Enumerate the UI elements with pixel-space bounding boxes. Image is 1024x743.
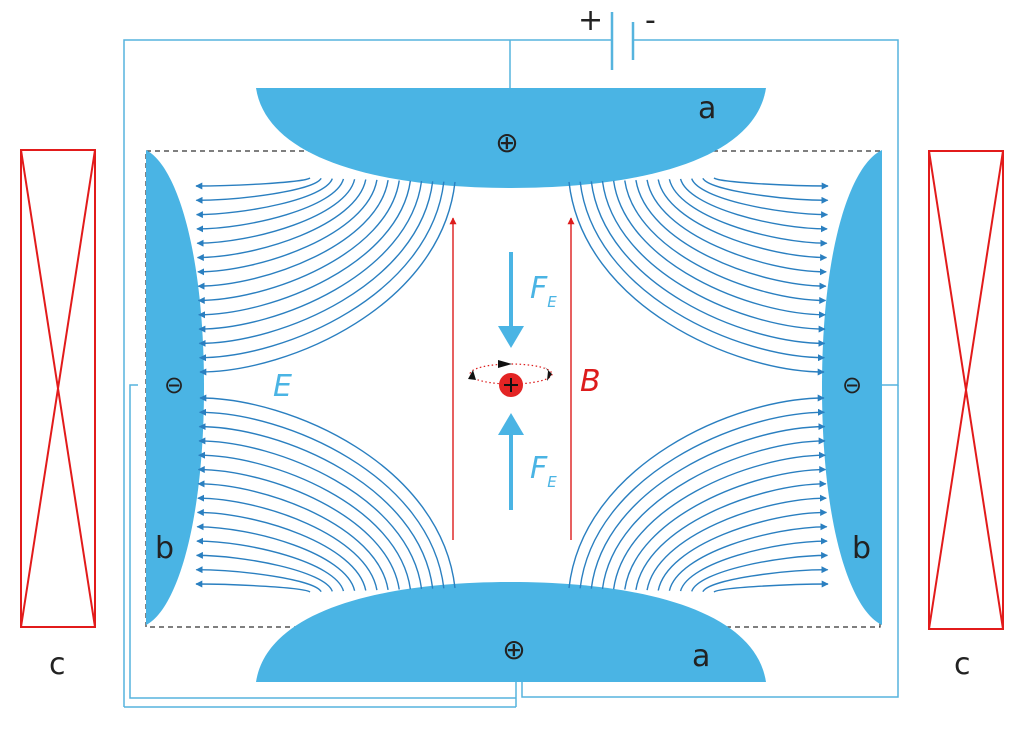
diagram-labels: a a b b c c ⊕ ⊕ ⊖ ⊖ E B FE FE [49, 91, 971, 682]
electric-field-line [197, 179, 378, 276]
electric-field-line [668, 179, 828, 247]
label-a-bottom: a [692, 639, 710, 674]
electric-field-line [679, 178, 828, 233]
electric-field-line [195, 177, 322, 204]
electric-field-line [196, 179, 367, 262]
electric-field-line [195, 566, 322, 593]
force-arrow-top [498, 252, 524, 348]
plus-sign-bottom: ⊕ [502, 633, 525, 666]
electric-field-line [198, 408, 445, 589]
electric-field-line [198, 181, 445, 362]
label-b-left: b [155, 531, 174, 566]
plus-sign-top: ⊕ [495, 126, 518, 159]
electric-field-line [590, 423, 826, 589]
label-c-left: c [49, 647, 66, 682]
label-b-right: b [852, 531, 871, 566]
battery-plus-sign: + [578, 3, 603, 38]
coil-left [20, 149, 96, 628]
electric-field-line [198, 180, 412, 319]
electric-field-line [590, 181, 826, 347]
electric-field-line [196, 523, 356, 591]
electric-field-line [579, 181, 826, 362]
electric-field-line [197, 180, 389, 290]
electric-field-line [197, 180, 400, 304]
electric-field-line [195, 551, 333, 592]
minus-sign-right: ⊖ [842, 371, 862, 399]
electric-field-lines [195, 177, 829, 593]
electric-field-line [195, 177, 311, 190]
electric-field-line [198, 180, 423, 333]
electric-field-line [635, 180, 827, 290]
electric-field-line [624, 180, 827, 304]
electric-field-line [197, 466, 400, 590]
force-label-top: FE [530, 271, 557, 311]
orbit-arrow-icon [545, 367, 552, 381]
battery: + - [578, 3, 656, 70]
electric-field-line [196, 178, 345, 233]
electric-field-line [713, 177, 829, 190]
electric-field-line [579, 408, 826, 589]
orbit-arrow-icon [468, 370, 476, 380]
electric-field-line [668, 523, 828, 591]
magnetic-field-label: B [580, 364, 601, 399]
electric-field-line [196, 179, 356, 247]
label-c-right: c [954, 647, 971, 682]
electric-field-line [635, 480, 827, 590]
electrodes [146, 88, 882, 682]
electric-field-line [198, 423, 434, 589]
electric-field-line [679, 537, 828, 592]
electrode-b-right [822, 150, 882, 625]
electric-field-line [198, 181, 434, 347]
electric-field-line [196, 537, 345, 592]
electric-field-line [199, 394, 456, 589]
wiring [123, 39, 899, 708]
electric-field-line [195, 178, 333, 219]
electric-field-line [691, 178, 829, 219]
coil-right [928, 150, 1004, 630]
electrode-b-left [146, 150, 204, 625]
electric-field-line [646, 179, 827, 276]
electric-field-line [198, 451, 412, 590]
electric-field-line [198, 437, 423, 590]
electric-field-line [601, 180, 826, 333]
electric-field-line [612, 451, 826, 590]
electric-field-line [601, 437, 826, 590]
electric-field-line [197, 480, 389, 590]
electric-field-line [624, 466, 827, 590]
electrode-a-top [256, 88, 766, 188]
orbit-arrow-icon [498, 360, 512, 368]
electric-field-line [702, 177, 829, 204]
electric-field-line [568, 394, 825, 589]
electric-field-line [195, 580, 311, 593]
electric-field-label: E [273, 369, 292, 404]
electric-field-line [612, 180, 826, 319]
electric-field-line [657, 508, 828, 591]
electric-field-line [691, 551, 829, 592]
electric-field-line [196, 508, 367, 591]
electric-field-line [713, 580, 829, 593]
electric-field-line [702, 566, 829, 593]
electrode-a-bottom [256, 582, 766, 682]
force-arrow-bottom [498, 413, 524, 510]
trapped-particle [468, 360, 553, 397]
battery-minus-sign: - [645, 3, 656, 38]
electric-field-line [646, 494, 827, 591]
electric-field-line [657, 179, 828, 262]
electric-field-line [199, 181, 456, 376]
force-label-bottom: FE [530, 451, 557, 491]
label-a-top: a [698, 91, 716, 126]
electric-field-line [568, 181, 825, 376]
minus-sign-left: ⊖ [164, 371, 184, 399]
electric-field-line [197, 494, 378, 591]
